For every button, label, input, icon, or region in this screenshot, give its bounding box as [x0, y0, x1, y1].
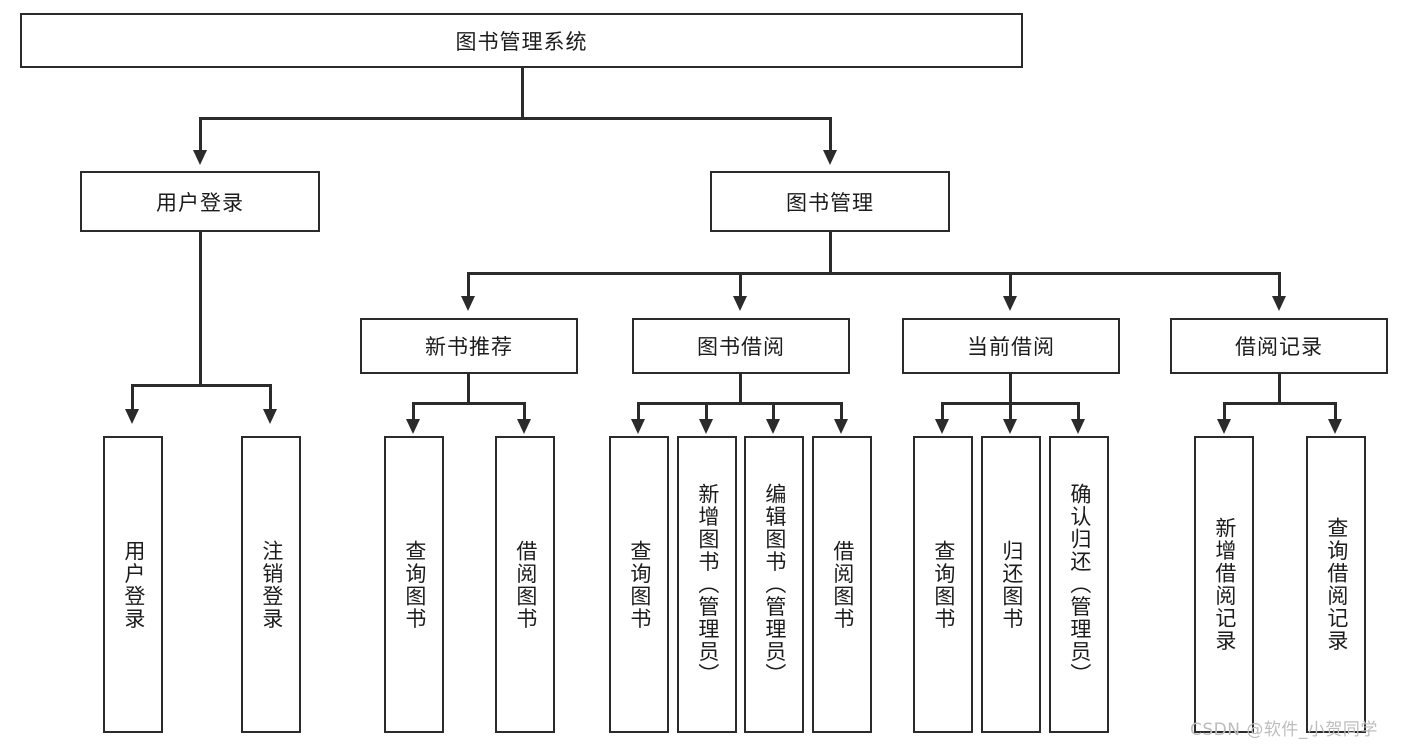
arrowhead-leaf-user-login: [125, 409, 139, 424]
connector-to-current-borrow: [1009, 272, 1012, 297]
node-label: 用户登录: [156, 190, 244, 215]
arrowhead-borrow-record: [1272, 296, 1286, 311]
connector-book-borrow-leaf1: [637, 402, 640, 420]
connector-current-borrow-leaf1: [941, 402, 944, 420]
arrowhead-leaf-return-book: [1003, 419, 1017, 434]
connector-new-book-stem: [467, 374, 470, 404]
node-label: 编辑图书（管理员）: [762, 483, 787, 686]
arrowhead-leaf-query-book-2: [631, 419, 645, 434]
leaf-edit-book-admin[interactable]: 编辑图书（管理员）: [744, 436, 804, 733]
node-label: 借阅记录: [1235, 335, 1323, 359]
node-current-borrow[interactable]: 当前借阅: [902, 318, 1120, 374]
node-label: 查询图书: [402, 539, 427, 630]
connector-user-login-bus: [131, 384, 271, 387]
node-label: 当前借阅: [967, 335, 1055, 359]
leaf-query-borrow-record[interactable]: 查询借阅记录: [1306, 436, 1366, 733]
arrowhead-leaf-confirm-return: [1071, 419, 1085, 434]
leaf-query-book-borrow[interactable]: 查询图书: [609, 436, 669, 733]
node-label: 图书借阅: [697, 335, 785, 359]
connector-borrow-record-stem: [1278, 374, 1281, 404]
leaf-borrow-book-borrow[interactable]: 借阅图书: [812, 436, 872, 733]
node-user-login[interactable]: 用户登录: [80, 171, 320, 232]
connector-book-borrow-bus: [637, 402, 842, 405]
connector-book-management-stem: [829, 232, 832, 274]
arrowhead-user-login: [193, 150, 207, 165]
arrowhead-leaf-add-record: [1217, 419, 1231, 434]
connector-current-borrow-leaf2: [1009, 402, 1012, 420]
leaf-query-book-recommend[interactable]: 查询图书: [384, 436, 444, 733]
leaf-return-book[interactable]: 归还图书: [981, 436, 1041, 733]
connector-borrow-record-leaf2: [1334, 402, 1337, 420]
node-label: 查询图书: [627, 539, 652, 630]
leaf-add-borrow-record[interactable]: 新增借阅记录: [1194, 436, 1254, 733]
arrowhead-leaf-add-book: [699, 419, 713, 434]
node-label: 归还图书: [999, 539, 1024, 630]
node-borrow-record[interactable]: 借阅记录: [1170, 318, 1388, 374]
connector-to-borrow-record: [1278, 272, 1281, 297]
arrowhead-book-borrow: [733, 296, 747, 311]
arrowhead-leaf-edit-book: [766, 419, 780, 434]
node-label: 用户登录: [121, 539, 146, 630]
connector-user-login-leaf2: [269, 384, 272, 410]
arrowhead-new-book-recommend: [461, 296, 475, 311]
connector-new-book-leaf1: [412, 402, 415, 420]
node-label: 借阅图书: [830, 539, 855, 630]
connector-book-borrow-stem: [739, 374, 742, 404]
node-label: 借阅图书: [513, 539, 538, 630]
connector-new-book-leaf2: [523, 402, 526, 420]
csdn-watermark: CSDN @软件_小贺同学: [1190, 720, 1378, 740]
node-book-borrow[interactable]: 图书借阅: [632, 318, 850, 374]
connector-to-book-management: [829, 117, 832, 151]
connector-new-book-bus: [412, 402, 525, 405]
connector-user-login-leaf1: [131, 384, 134, 410]
node-label: 图书管理: [786, 190, 874, 215]
connector-book-borrow-leaf2: [705, 402, 708, 420]
leaf-borrow-book-recommend[interactable]: 借阅图书: [495, 436, 555, 733]
node-label: 新书推荐: [425, 335, 513, 359]
connector-root-stem: [521, 68, 524, 118]
arrowhead-leaf-query-book-1: [406, 419, 420, 434]
node-label: 新增借阅记录: [1212, 517, 1237, 652]
arrowhead-book-management: [823, 150, 837, 165]
connector-current-borrow-leaf3: [1077, 402, 1080, 420]
leaf-user-login[interactable]: 用户登录: [103, 436, 163, 733]
connector-borrow-record-bus: [1223, 402, 1336, 405]
arrowhead-leaf-query-record: [1328, 419, 1342, 434]
connector-level3-bus: [467, 272, 1281, 275]
connector-current-borrow-stem: [1009, 374, 1012, 404]
arrowhead-leaf-borrow-book-1: [517, 419, 531, 434]
node-label: 注销登录: [259, 539, 284, 630]
connector-to-book-borrow: [739, 272, 742, 297]
node-label: 图书管理系统: [455, 29, 588, 54]
connector-level2-bus: [199, 117, 832, 120]
connector-to-new-book: [467, 272, 470, 297]
leaf-add-book-admin[interactable]: 新增图书（管理员）: [677, 436, 737, 733]
arrowhead-leaf-logout: [263, 409, 277, 424]
node-new-book-recommend[interactable]: 新书推荐: [360, 318, 578, 374]
node-label: 确认归还（管理员）: [1067, 483, 1092, 686]
node-label: 查询借阅记录: [1324, 517, 1349, 652]
arrowhead-leaf-query-book-3: [935, 419, 949, 434]
connector-book-borrow-leaf3: [772, 402, 775, 420]
leaf-logout[interactable]: 注销登录: [241, 436, 301, 733]
connector-borrow-record-leaf1: [1223, 402, 1226, 420]
leaf-confirm-return-admin[interactable]: 确认归还（管理员）: [1049, 436, 1109, 733]
connector-to-user-login: [199, 117, 202, 151]
node-label: 查询图书: [931, 539, 956, 630]
leaf-query-book-current[interactable]: 查询图书: [913, 436, 973, 733]
arrowhead-current-borrow: [1003, 296, 1017, 311]
connector-user-login-stem: [199, 232, 202, 386]
node-book-management[interactable]: 图书管理: [710, 171, 950, 232]
node-root-book-management-system[interactable]: 图书管理系统: [20, 13, 1023, 68]
connector-book-borrow-leaf4: [840, 402, 843, 420]
arrowhead-leaf-borrow-book-2: [834, 419, 848, 434]
node-label: 新增图书（管理员）: [695, 483, 720, 686]
